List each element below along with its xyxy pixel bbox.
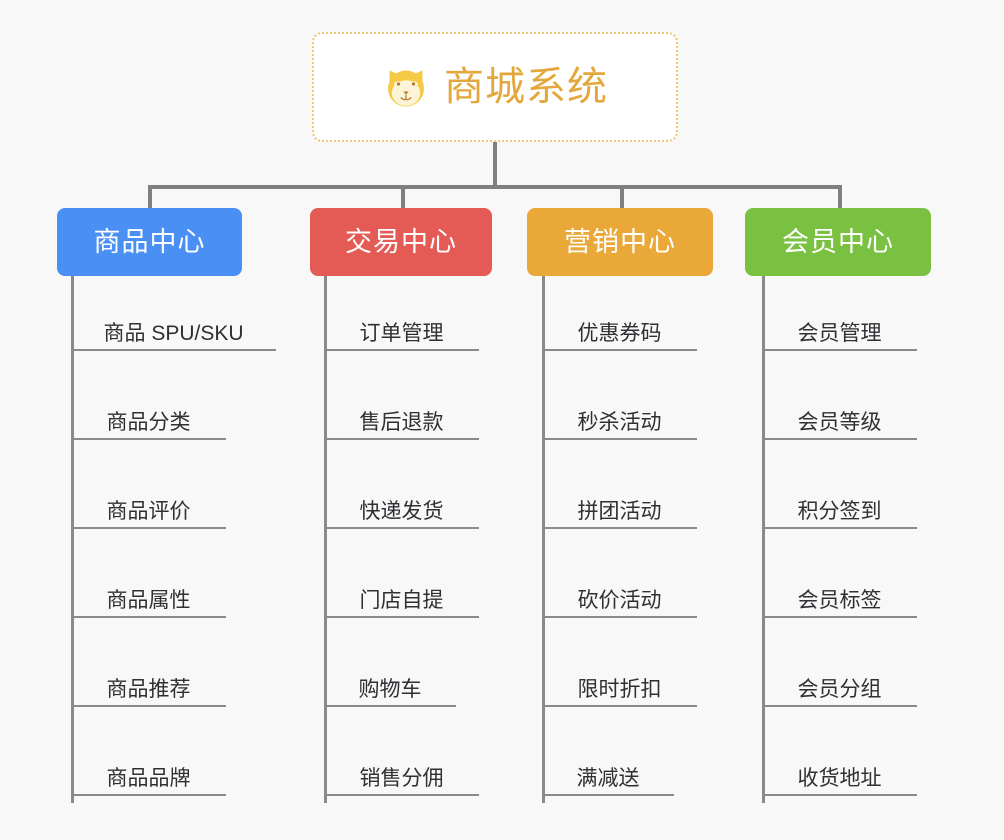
- leaf-label: 会员标签: [797, 588, 882, 612]
- leaf-item-1-6[interactable]: 商品品牌: [71, 750, 226, 796]
- leaf-label: 商品属性: [106, 588, 191, 612]
- category-title-4: 会员中心: [782, 226, 894, 257]
- leaf-item-2-5[interactable]: 购物车: [324, 661, 456, 707]
- leaf-item-1-2[interactable]: 商品分类: [71, 394, 226, 440]
- connector-horizontal-bus: [150, 185, 841, 189]
- category-title-1: 商品中心: [93, 226, 206, 257]
- leaf-item-1-3[interactable]: 商品评价: [71, 483, 226, 529]
- leaf-label: 会员管理: [797, 321, 882, 345]
- leaf-item-3-4[interactable]: 砍价活动: [542, 572, 697, 618]
- leaf-item-4-2[interactable]: 会员等级: [762, 394, 917, 440]
- leaf-label: 售后退款: [359, 410, 444, 434]
- leaf-label: 收货地址: [797, 766, 882, 790]
- leaf-label: 积分签到: [797, 499, 882, 523]
- leaf-item-1-1[interactable]: 商品 SPU/SKU: [71, 305, 276, 351]
- connector-drop-3: [620, 185, 624, 208]
- category-box-2[interactable]: 交易中心: [310, 208, 492, 276]
- leaf-label: 砍价活动: [577, 588, 662, 612]
- connector-root-stem: [493, 142, 497, 186]
- leaf-label: 商品品牌: [106, 766, 191, 790]
- leaf-label: 门店自提: [359, 588, 444, 612]
- leaf-label: 会员等级: [797, 410, 882, 434]
- leaf-item-4-5[interactable]: 会员分组: [762, 661, 917, 707]
- category-title-3: 营销中心: [564, 226, 676, 257]
- connector-drop-4: [838, 185, 842, 208]
- leaf-item-2-1[interactable]: 订单管理: [324, 305, 479, 351]
- leaf-label: 商品评价: [106, 499, 191, 523]
- leaf-item-3-6[interactable]: 满减送: [542, 750, 674, 796]
- root-node[interactable]: 商城系统: [312, 32, 678, 142]
- leaf-item-3-2[interactable]: 秒杀活动: [542, 394, 697, 440]
- leaf-item-2-2[interactable]: 售后退款: [324, 394, 479, 440]
- column-trunk-2: [324, 276, 327, 803]
- leaf-label: 销售分佣: [359, 766, 444, 790]
- leaf-item-3-1[interactable]: 优惠券码: [542, 305, 697, 351]
- leaf-label: 商品分类: [106, 410, 191, 434]
- leaf-label: 优惠券码: [577, 321, 662, 345]
- leaf-item-4-3[interactable]: 积分签到: [762, 483, 917, 529]
- leaf-label: 商品 SPU/SKU: [103, 321, 244, 345]
- category-box-1[interactable]: 商品中心: [57, 208, 242, 276]
- leaf-label: 拼团活动: [577, 499, 662, 523]
- leaf-label: 满减送: [576, 766, 640, 790]
- root-title: 商城系统: [444, 65, 608, 109]
- leaf-item-2-3[interactable]: 快递发货: [324, 483, 479, 529]
- leaf-item-4-1[interactable]: 会员管理: [762, 305, 917, 351]
- shiba-dog-face-icon: [382, 63, 430, 111]
- leaf-item-4-6[interactable]: 收货地址: [762, 750, 917, 796]
- leaf-label: 限时折扣: [577, 677, 662, 701]
- leaf-label: 秒杀活动: [577, 410, 662, 434]
- leaf-item-1-4[interactable]: 商品属性: [71, 572, 226, 618]
- leaf-label: 购物车: [358, 677, 422, 701]
- column-trunk-4: [762, 276, 765, 803]
- leaf-item-1-5[interactable]: 商品推荐: [71, 661, 226, 707]
- leaf-label: 会员分组: [797, 677, 882, 701]
- column-trunk-3: [542, 276, 545, 803]
- leaf-item-2-4[interactable]: 门店自提: [324, 572, 479, 618]
- column-trunk-1: [71, 276, 74, 803]
- leaf-item-3-5[interactable]: 限时折扣: [542, 661, 697, 707]
- leaf-label: 商品推荐: [106, 677, 191, 701]
- leaf-item-3-3[interactable]: 拼团活动: [542, 483, 697, 529]
- category-box-4[interactable]: 会员中心: [745, 208, 931, 276]
- category-title-2: 交易中心: [345, 226, 457, 257]
- leaf-item-2-6[interactable]: 销售分佣: [324, 750, 479, 796]
- connector-drop-1: [148, 185, 152, 208]
- leaf-label: 订单管理: [359, 321, 444, 345]
- leaf-label: 快递发货: [359, 499, 444, 523]
- category-box-3[interactable]: 营销中心: [527, 208, 713, 276]
- connector-drop-2: [401, 185, 405, 208]
- leaf-item-4-4[interactable]: 会员标签: [762, 572, 917, 618]
